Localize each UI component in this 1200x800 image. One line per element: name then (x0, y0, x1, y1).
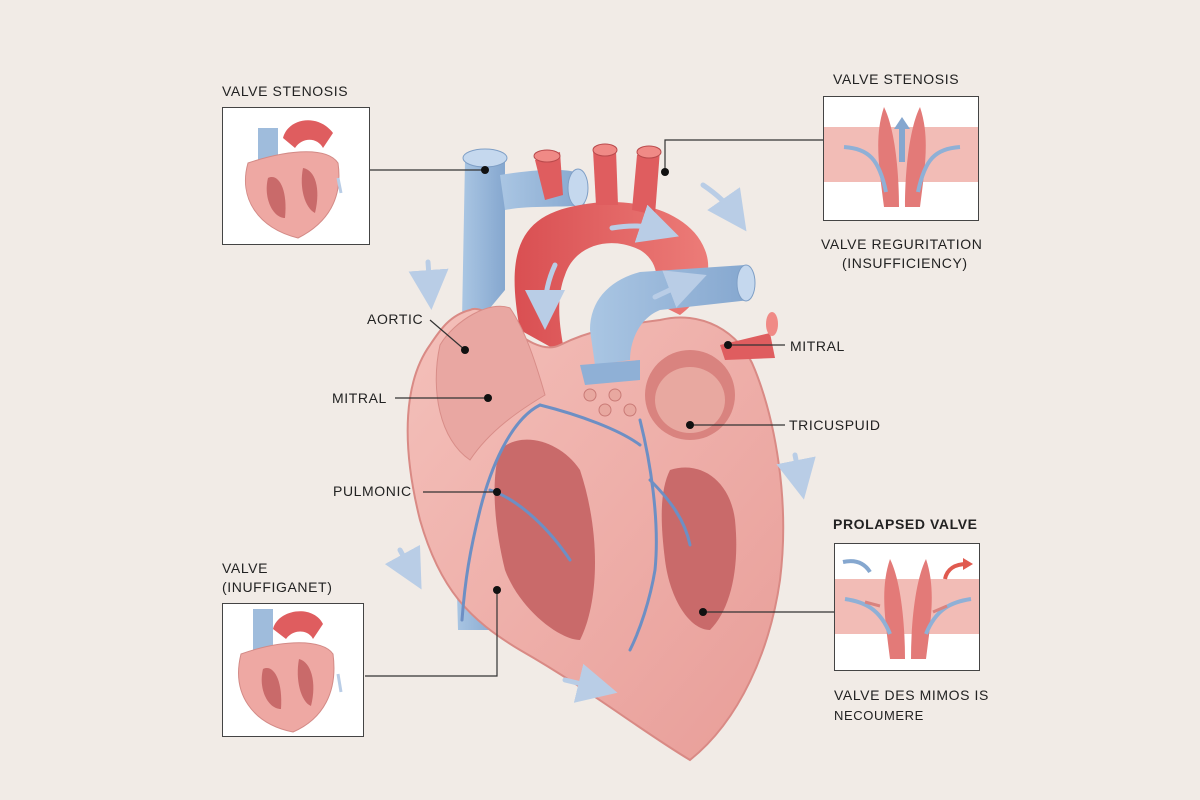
stenosis-valve-icon (824, 107, 978, 207)
label-mitral-right: MITRAL (790, 338, 845, 354)
top-right-box-title: VALVE STENOSIS (833, 71, 960, 87)
top-right-valve-thumbnail (823, 96, 979, 221)
label-tricuspid: TRICUSPUID (789, 417, 881, 433)
label-pulmonic: PULMONIC (333, 483, 412, 499)
right-ventricle-cavity (661, 467, 737, 630)
superior-vena-cava (462, 148, 589, 320)
top-left-heart-thumbnail (222, 107, 370, 245)
flow-arrows (384, 182, 816, 703)
bottom-right-caption-1: VALVE DES MIMOS IS (834, 687, 989, 703)
prolapse-valve-icon (835, 558, 979, 659)
top-right-caption-2: (INSUFFICIENCY) (842, 255, 968, 271)
mini-heart-icon-2 (238, 609, 343, 733)
bottom-right-caption-2: NECOUMERE (834, 708, 924, 723)
bottom-right-box-title: PROLAPSED VALVE (833, 516, 978, 532)
left-ventricle-cavity (494, 439, 595, 640)
bottom-left-box-title-2: (INUFFIGANET) (222, 579, 333, 595)
label-mitral-left: MITRAL (332, 390, 387, 406)
mini-heart-icon (244, 120, 343, 239)
top-left-box-title: VALVE STENOSIS (222, 83, 349, 99)
top-right-caption-1: VALVE REGURITATION (821, 236, 983, 252)
leader-dots (461, 166, 732, 616)
left-atrium (645, 312, 778, 440)
valve-leaflets (583, 388, 637, 417)
label-aortic: AORTIC (367, 311, 424, 327)
bottom-left-box-title-1: VALVE (222, 560, 269, 576)
right-atrium (435, 305, 546, 461)
bottom-left-heart-thumbnail (222, 603, 364, 737)
pulmonary-artery (580, 264, 756, 385)
leader-lines (365, 139, 835, 677)
bottom-right-valve-thumbnail (834, 543, 980, 671)
